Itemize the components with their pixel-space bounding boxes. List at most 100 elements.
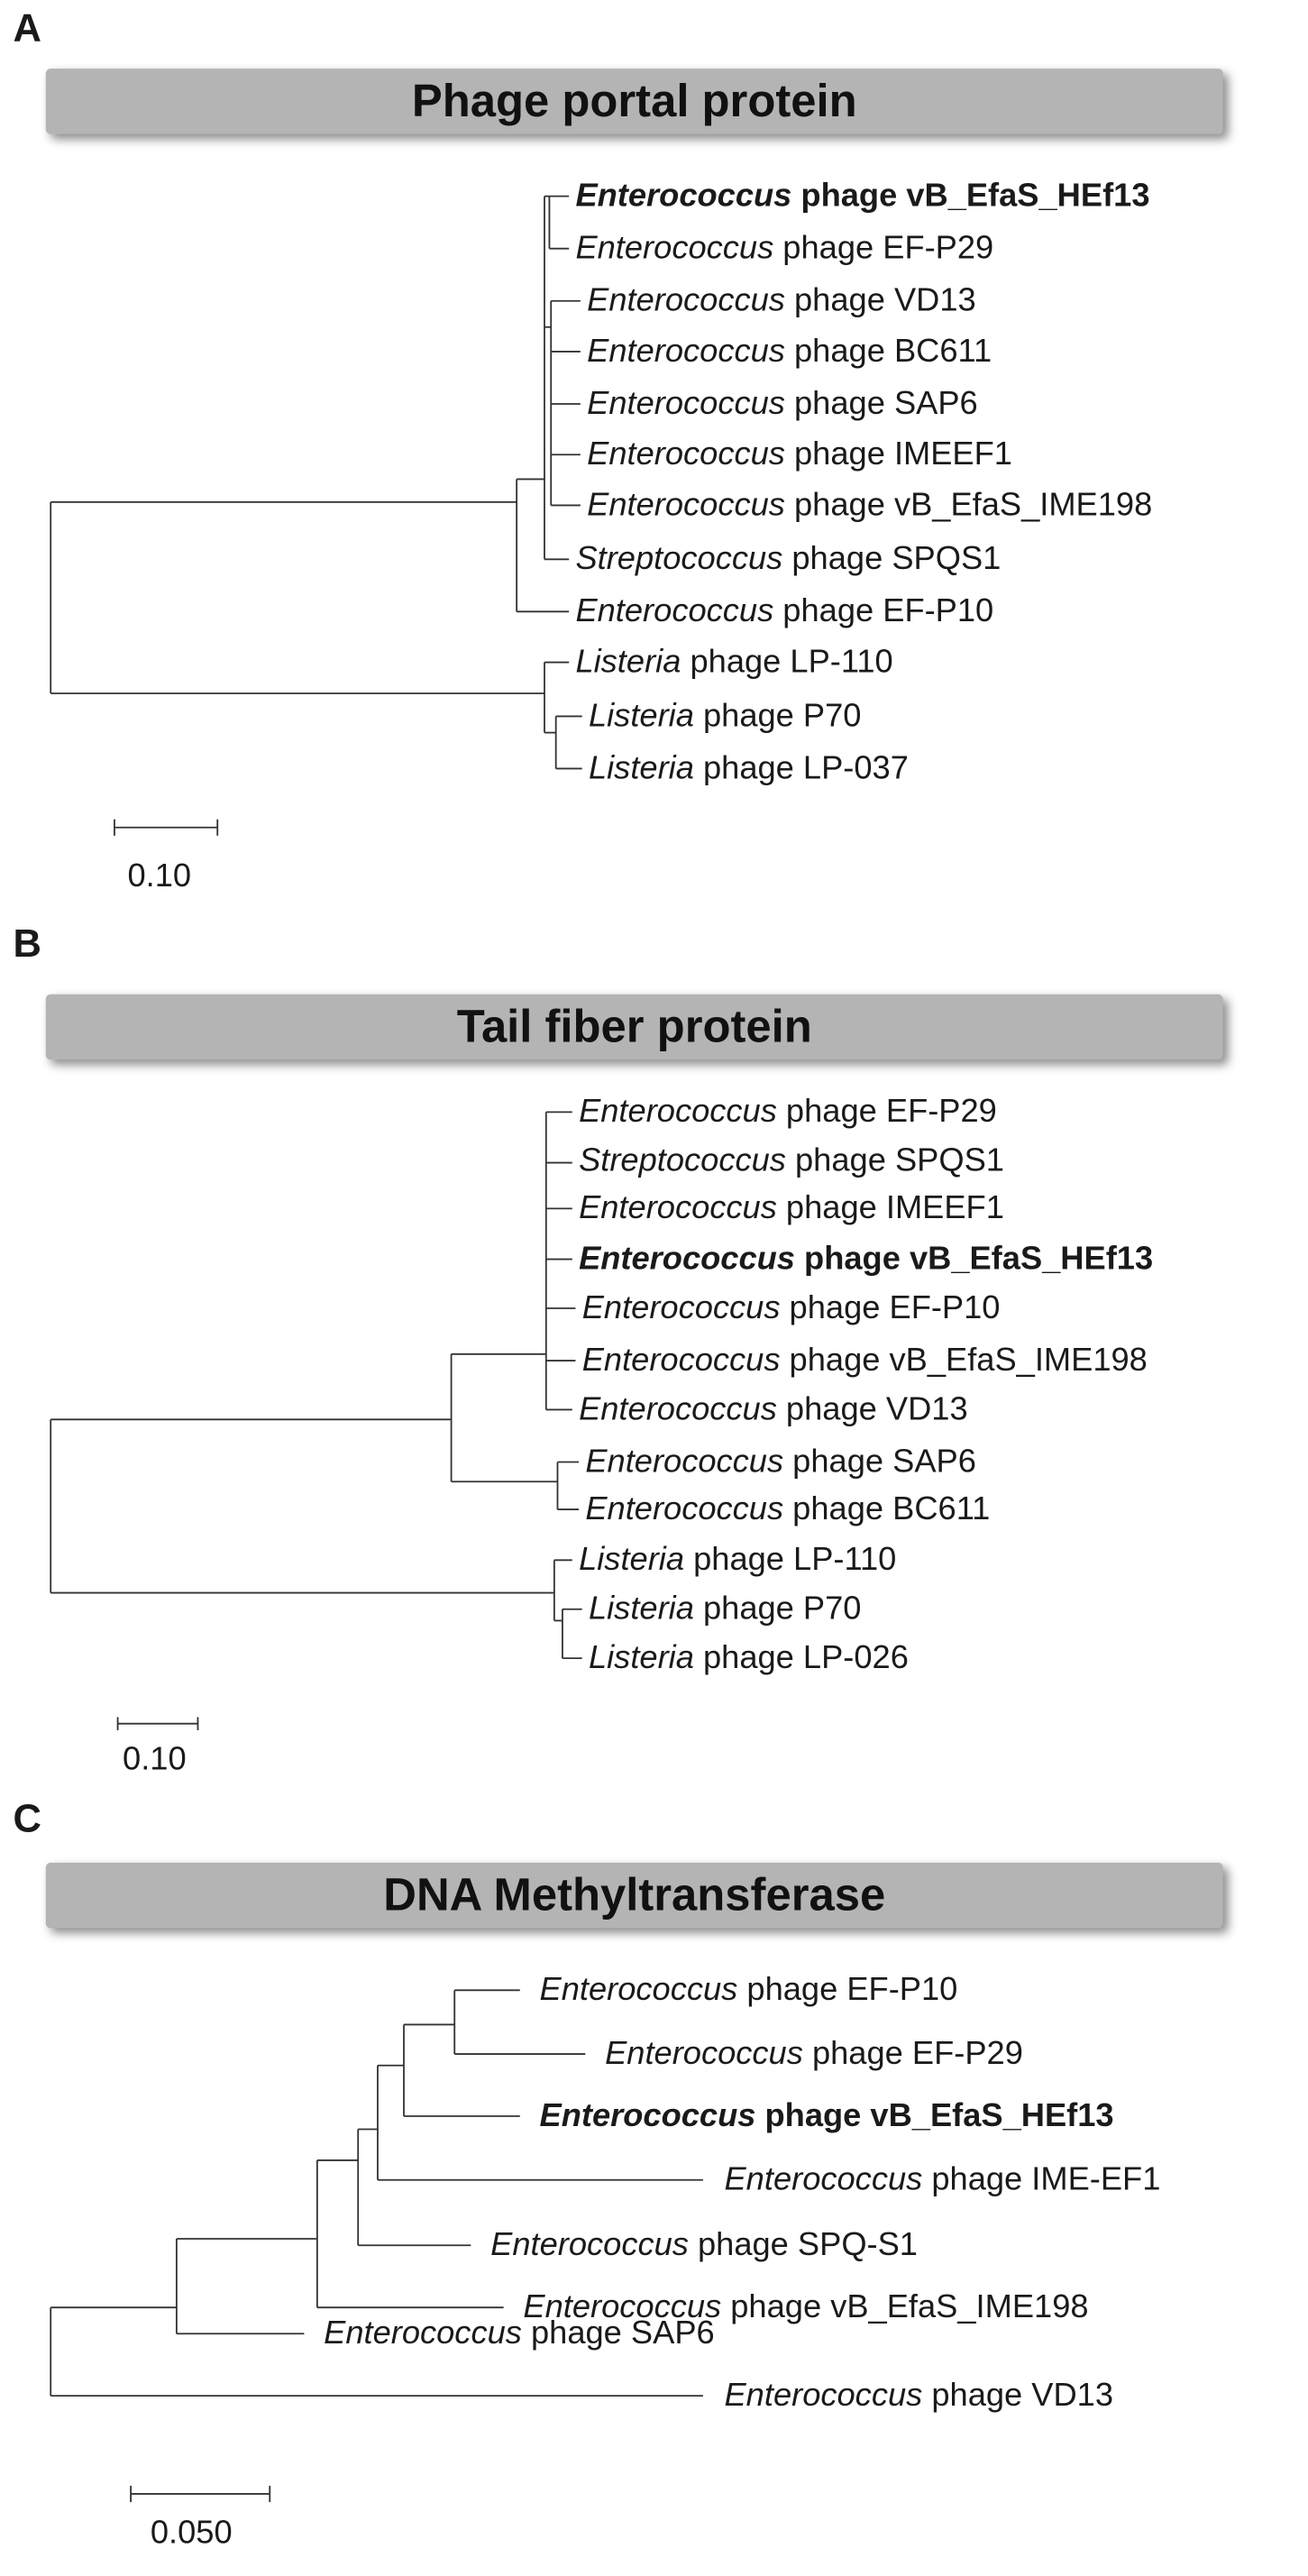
leaf-rest: phage vB_EfaS_IME198 bbox=[784, 487, 1153, 524]
leaf-rest: phage SPQS1 bbox=[785, 1142, 1004, 1179]
tree-leaf: Streptococcus phage SPQS1 bbox=[575, 540, 1001, 580]
tree-leaf: Enterococcus phage SAP6 bbox=[587, 384, 978, 424]
tree-leaf: Listeria phage LP-026 bbox=[589, 1638, 909, 1678]
leaf-rest: phage IME-EF1 bbox=[922, 2161, 1161, 2198]
tree-leaf: Enterococcus phage BC611 bbox=[587, 332, 992, 371]
tree-leaf: Enterococcus phage SAP6 bbox=[324, 2314, 715, 2353]
tree-leaf: Enterococcus phage IME-EF1 bbox=[724, 2160, 1160, 2200]
phylogenetic-tree bbox=[50, 1989, 703, 2503]
leaf-genus: Enterococcus bbox=[587, 334, 785, 370]
tree-leaf: Enterococcus phage IMEEF1 bbox=[579, 1189, 1004, 1229]
tree-leaf: Enterococcus phage vB_EfaS_HEf13 bbox=[575, 177, 1149, 216]
leaf-rest: phage vB_EfaS_IME198 bbox=[780, 1343, 1148, 1379]
leaf-genus: Listeria bbox=[588, 1640, 694, 1677]
leaf-genus: Enterococcus bbox=[575, 230, 774, 267]
leaf-rest: phage vB_EfaS_HEf13 bbox=[794, 1241, 1154, 1278]
leaf-rest: phage vB_EfaS_IME198 bbox=[721, 2289, 1089, 2326]
tree-leaf: Enterococcus phage VD13 bbox=[579, 1390, 968, 1430]
leaf-genus: Enterococcus bbox=[579, 1241, 795, 1278]
leaf-rest: phage BC611 bbox=[784, 334, 992, 370]
leaf-rest: phage IMEEF1 bbox=[784, 436, 1012, 473]
leaf-rest: phage IMEEF1 bbox=[776, 1190, 1004, 1227]
leaf-genus: Enterococcus bbox=[539, 1972, 738, 2009]
tree-leaf: Enterococcus phage EF-P29 bbox=[575, 229, 993, 269]
tree-leaf: Enterococcus phage vB_EfaS_IME198 bbox=[582, 1341, 1148, 1380]
tree-leaf: Enterococcus phage IMEEF1 bbox=[587, 435, 1012, 474]
panel-title: Phage portal protein bbox=[45, 69, 1223, 134]
leaf-rest: phage SAP6 bbox=[783, 1444, 976, 1481]
scale-label: 0.10 bbox=[127, 858, 192, 895]
tree-leaf: Enterococcus phage BC611 bbox=[585, 1490, 990, 1529]
tree-leaf: Enterococcus phage VD13 bbox=[587, 281, 976, 321]
leaf-genus: Listeria bbox=[588, 1591, 694, 1627]
leaf-genus: Enterococcus bbox=[579, 1094, 777, 1131]
leaf-genus: Enterococcus bbox=[539, 2098, 756, 2134]
leaf-rest: phage P70 bbox=[693, 698, 862, 735]
leaf-genus: Enterococcus bbox=[490, 2227, 689, 2264]
leaf-genus: Enterococcus bbox=[587, 282, 785, 319]
leaf-rest: phage LP-110 bbox=[684, 1542, 897, 1579]
leaf-genus: Enterococcus bbox=[324, 2315, 522, 2352]
leaf-rest: phage VD13 bbox=[784, 282, 976, 319]
leaf-rest: phage EF-P29 bbox=[802, 2036, 1023, 2073]
leaf-genus: Enterococcus bbox=[579, 1190, 777, 1227]
tree-leaf: Enterococcus phage EF-P10 bbox=[540, 1971, 958, 2011]
panel-b: B Tail fiber protein Enterococcus phag bbox=[0, 916, 1308, 1783]
tree-leaf: Enterococcus phage vB_EfaS_IME198 bbox=[587, 486, 1152, 526]
panel-letter: C bbox=[13, 1797, 41, 1842]
leaf-genus: Enterococcus bbox=[587, 436, 785, 473]
panel-c: C DNA Methyltransferase Enterococcus pha… bbox=[0, 1791, 1308, 2576]
tree-leaf: Enterococcus phage EF-P29 bbox=[605, 2034, 1023, 2074]
tree-leaf: Listeria phage LP-110 bbox=[575, 643, 892, 683]
panel-title: Tail fiber protein bbox=[45, 994, 1223, 1060]
leaf-rest: phage P70 bbox=[693, 1591, 862, 1627]
tree-leaf: Enterococcus phage EF-P10 bbox=[575, 592, 993, 632]
leaf-rest: phage EF-P29 bbox=[776, 1094, 997, 1131]
leaf-rest: phage EF-P10 bbox=[737, 1972, 958, 2009]
scale-label: 0.10 bbox=[123, 1741, 187, 1778]
leaf-genus: Enterococcus bbox=[581, 1343, 781, 1379]
leaf-rest: phage BC611 bbox=[783, 1491, 991, 1528]
leaf-rest: phage VD13 bbox=[922, 2378, 1114, 2415]
leaf-genus: Listeria bbox=[588, 698, 694, 735]
tree-leaf: Enterococcus phage VD13 bbox=[724, 2376, 1113, 2416]
leaf-genus: Enterococcus bbox=[587, 386, 785, 422]
leaf-genus: Enterococcus bbox=[587, 487, 785, 524]
leaf-genus: Enterococcus bbox=[579, 1391, 777, 1428]
leaf-genus: Streptococcus bbox=[579, 1142, 786, 1179]
leaf-genus: Enterococcus bbox=[724, 2378, 923, 2415]
leaf-rest: phage EF-P29 bbox=[773, 230, 994, 267]
leaf-genus: Enterococcus bbox=[575, 593, 774, 630]
leaf-genus: Streptococcus bbox=[575, 541, 783, 578]
tree-leaf: Enterococcus phage EF-P10 bbox=[582, 1288, 1001, 1328]
tree-leaf: Listeria phage LP-037 bbox=[589, 749, 909, 789]
leaf-genus: Enterococcus bbox=[575, 178, 792, 215]
leaf-rest: phage SAP6 bbox=[521, 2315, 715, 2352]
leaf-genus: Listeria bbox=[579, 1542, 685, 1579]
leaf-rest: phage EF-P10 bbox=[780, 1290, 1001, 1326]
phylogenetic-tree bbox=[50, 195, 582, 836]
leaf-rest: phage SAP6 bbox=[784, 386, 978, 422]
scale-label: 0.050 bbox=[150, 2515, 233, 2552]
leaf-rest: phage LP-110 bbox=[681, 644, 893, 681]
leaf-genus: Listeria bbox=[575, 644, 681, 681]
panel-title: DNA Methyltransferase bbox=[45, 1862, 1223, 1929]
leaf-genus: Enterococcus bbox=[581, 1290, 781, 1326]
tree-leaf: Listeria phage P70 bbox=[589, 697, 862, 737]
tree-leaf: Streptococcus phage SPQS1 bbox=[579, 1141, 1004, 1181]
tree-leaf: Enterococcus phage vB_EfaS_IME198 bbox=[523, 2287, 1088, 2327]
tree-leaf: Enterococcus phage vB_EfaS_HEf13 bbox=[540, 2096, 1114, 2136]
leaf-rest: phage SPQ-S1 bbox=[688, 2227, 918, 2264]
tree-leaf: Listeria phage P70 bbox=[589, 1590, 862, 1629]
leaf-genus: Enterococcus bbox=[523, 2289, 722, 2326]
leaf-rest: phage EF-P10 bbox=[773, 593, 994, 630]
leaf-genus: Enterococcus bbox=[724, 2161, 923, 2198]
tree-leaf: Enterococcus phage SPQ-S1 bbox=[490, 2226, 918, 2266]
leaf-genus: Enterococcus bbox=[585, 1491, 784, 1528]
leaf-genus: Enterococcus bbox=[585, 1444, 784, 1481]
leaf-rest: phage SPQS1 bbox=[782, 541, 1002, 578]
leaf-rest: phage vB_EfaS_HEf13 bbox=[791, 178, 1150, 215]
leaf-rest: phage LP-026 bbox=[693, 1640, 909, 1677]
tree-leaf: Enterococcus phage SAP6 bbox=[585, 1443, 976, 1482]
phylogenetic-tree bbox=[50, 1111, 582, 1730]
